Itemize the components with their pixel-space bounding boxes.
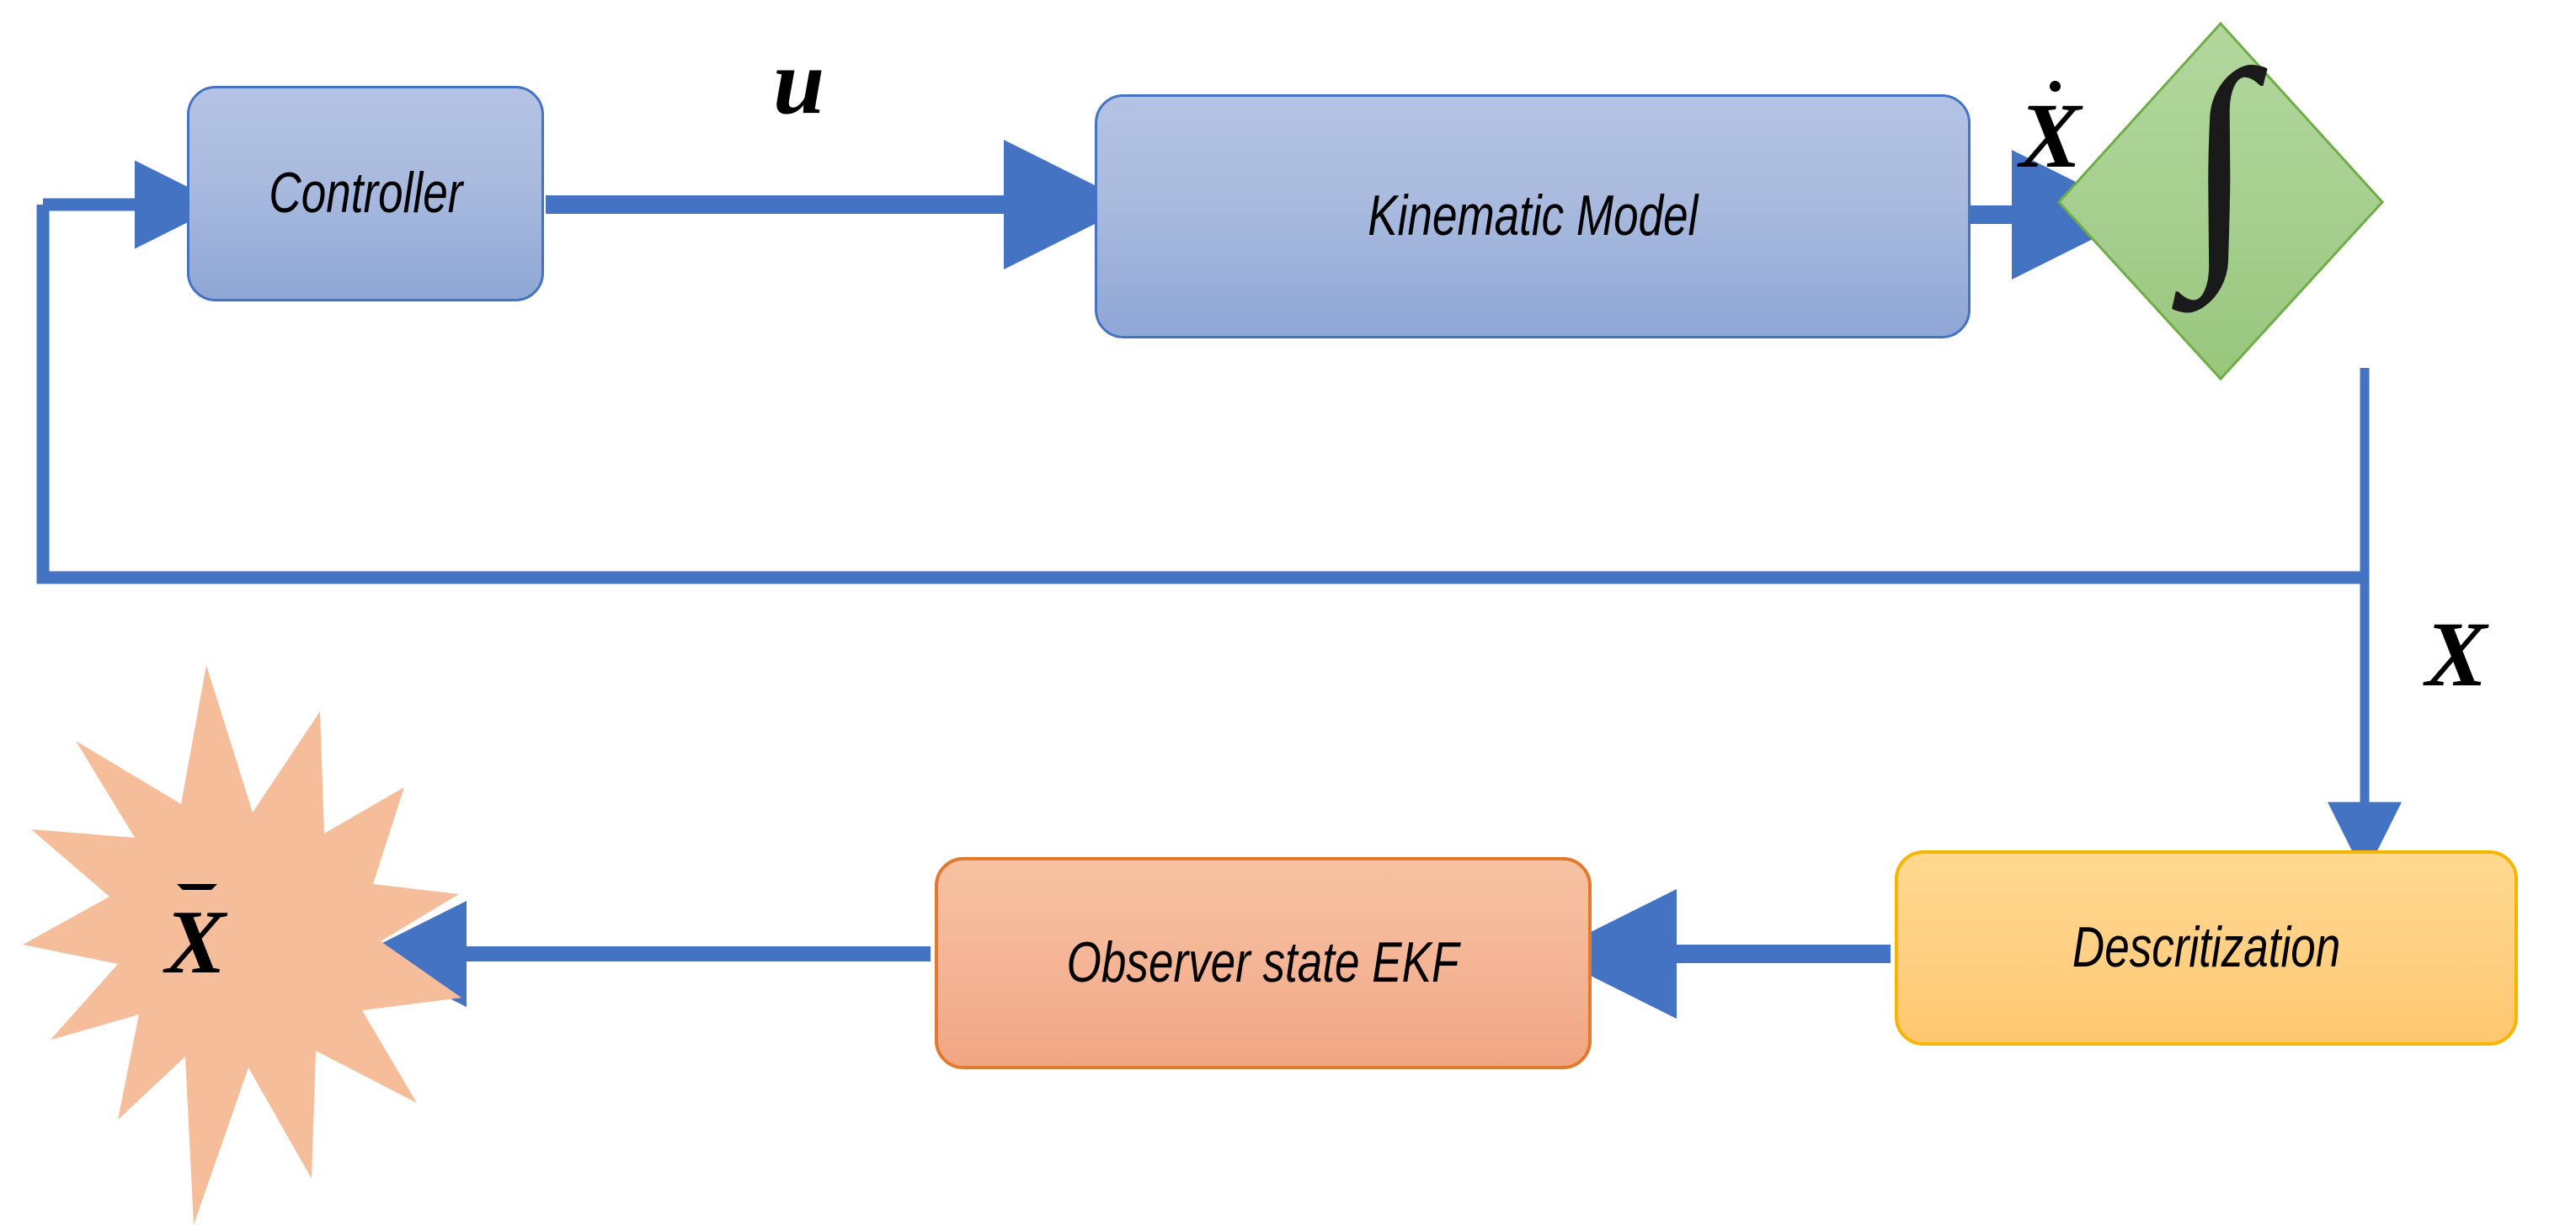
estimate-burst-letter: X (165, 892, 227, 993)
signal-label-xdot: X (2019, 77, 2120, 187)
signal-label-x: X (2425, 603, 2488, 706)
descritization-node[interactable]: Descritization (1895, 850, 2518, 1046)
integral-icon: ∫ (2185, 20, 2255, 300)
dot-accent-icon (2050, 81, 2061, 92)
kinematic-model-label: Kinematic Model (1367, 184, 1699, 248)
feedback-path (36, 160, 2365, 584)
integrator-diamond[interactable] (2056, 21, 2385, 381)
descritization-label: Descritization (2072, 915, 2341, 980)
hat-accent-icon (177, 884, 217, 890)
estimate-burst-label: X (165, 884, 275, 1002)
signal-label-xdot-letter: X (2019, 84, 2082, 187)
kinematic-model-node[interactable]: Kinematic Model (1095, 94, 1971, 338)
observer-node[interactable]: Observer state EKF (935, 857, 1592, 1069)
estimate-burst-shape (23, 665, 461, 1225)
controller-node[interactable]: Controller (187, 86, 544, 301)
controller-label: Controller (269, 161, 462, 226)
observer-label: Observer state EKF (1067, 930, 1459, 995)
signal-label-u: u (773, 30, 825, 133)
